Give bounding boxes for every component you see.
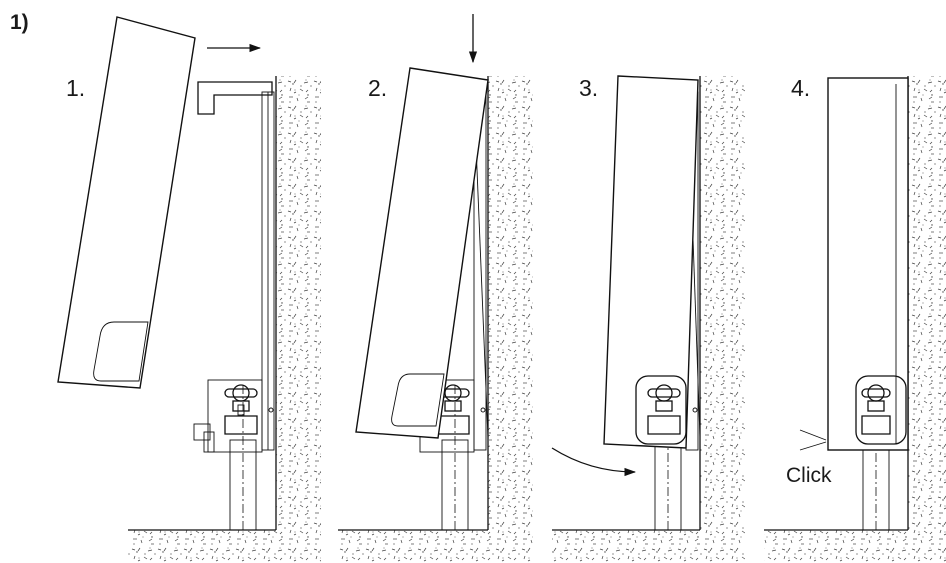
device-cover: [391, 373, 445, 427]
valve-nut: [655, 400, 673, 412]
floor: [338, 530, 533, 562]
wall: [908, 76, 946, 538]
device-body: [603, 75, 699, 449]
step-4: 4. Click: [764, 75, 946, 562]
valve-fitting: [203, 431, 215, 453]
floor: [128, 530, 321, 562]
step-1-label: 1.: [66, 75, 85, 101]
valve-nut: [444, 400, 462, 412]
top-bracket: [197, 81, 273, 115]
step-4-label: 4.: [791, 75, 810, 101]
step-3-label: 3.: [579, 75, 598, 101]
click-mark-icon: [799, 429, 827, 451]
valve-body: [436, 415, 470, 435]
valve-body: [861, 415, 891, 435]
screw: [480, 407, 486, 413]
valve-stem: [237, 404, 245, 416]
step-1: 1.: [57, 16, 321, 562]
click-label: Click: [786, 464, 832, 487]
curved-arrow-icon: [551, 447, 637, 477]
device-body: [827, 77, 909, 451]
device-cutout: [635, 375, 687, 445]
device-cutout: [855, 375, 907, 445]
wall: [276, 76, 321, 538]
valve-nut: [867, 400, 885, 412]
valve-nut: [232, 400, 250, 412]
valve-handle: [232, 384, 250, 402]
valve-handle-bar: [861, 388, 891, 398]
device-body: [355, 67, 489, 439]
device-cover: [93, 321, 149, 382]
valve-handle: [444, 384, 462, 402]
valve-handle-bar: [647, 388, 681, 398]
figure-label: 1): [10, 11, 29, 34]
step-3: 3.: [551, 75, 745, 562]
valve-body: [224, 415, 258, 435]
floor: [552, 530, 745, 562]
screw: [268, 407, 274, 413]
floor: [764, 530, 946, 562]
wall: [488, 76, 533, 538]
screw: [692, 407, 698, 413]
valve-body: [647, 415, 681, 435]
device-body: [57, 16, 196, 389]
lower-bracket: [207, 379, 263, 453]
step-2: 2.: [338, 14, 533, 562]
step-2-label: 2.: [368, 75, 387, 101]
wall: [700, 76, 745, 538]
valve-handle-bar: [224, 388, 258, 398]
